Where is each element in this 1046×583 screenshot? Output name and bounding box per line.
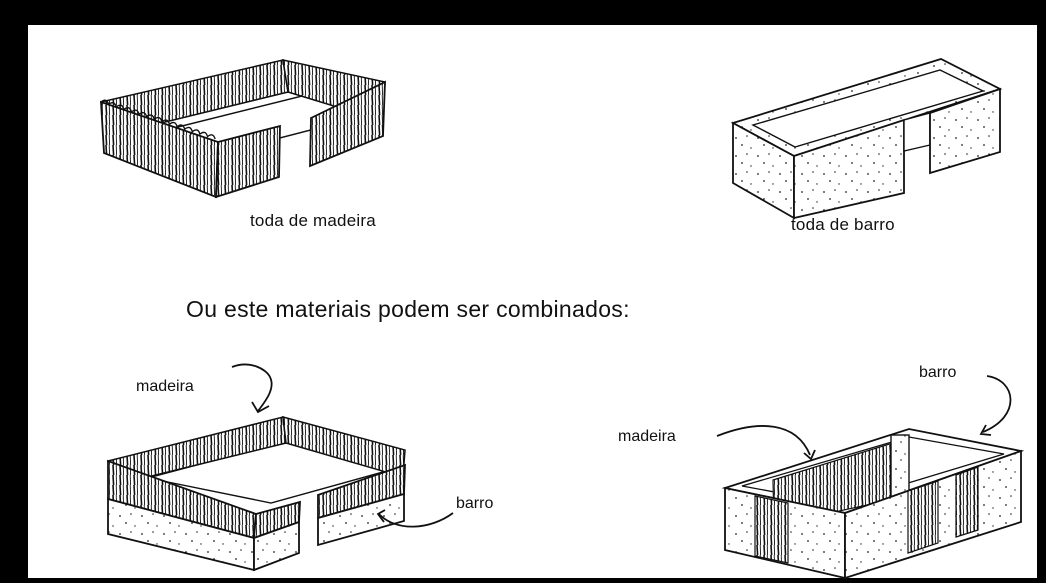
label-clay-right: barro: [919, 364, 957, 381]
section-heading: Ou este materiais podem ser combinados:: [186, 296, 630, 322]
label-clay-left: barro: [456, 495, 494, 512]
arrow-icon: [231, 363, 1012, 528]
wood-on-clay-base-icon: [107, 415, 406, 572]
label-wood-left: madeira: [136, 378, 194, 395]
caption-all-wood: toda de madeira: [250, 211, 376, 230]
drawings-canvas: [100, 58, 1025, 580]
wooden-hut-icon: [100, 59, 386, 199]
illustration-page: toda de madeira toda de barro Ou este ma…: [28, 25, 1037, 580]
label-wood-right: madeira: [618, 428, 676, 445]
clay-hut-icon: [730, 58, 1003, 220]
caption-all-clay: toda de barro: [791, 215, 895, 234]
clay-frame-with-wood-icon: [721, 428, 1025, 580]
